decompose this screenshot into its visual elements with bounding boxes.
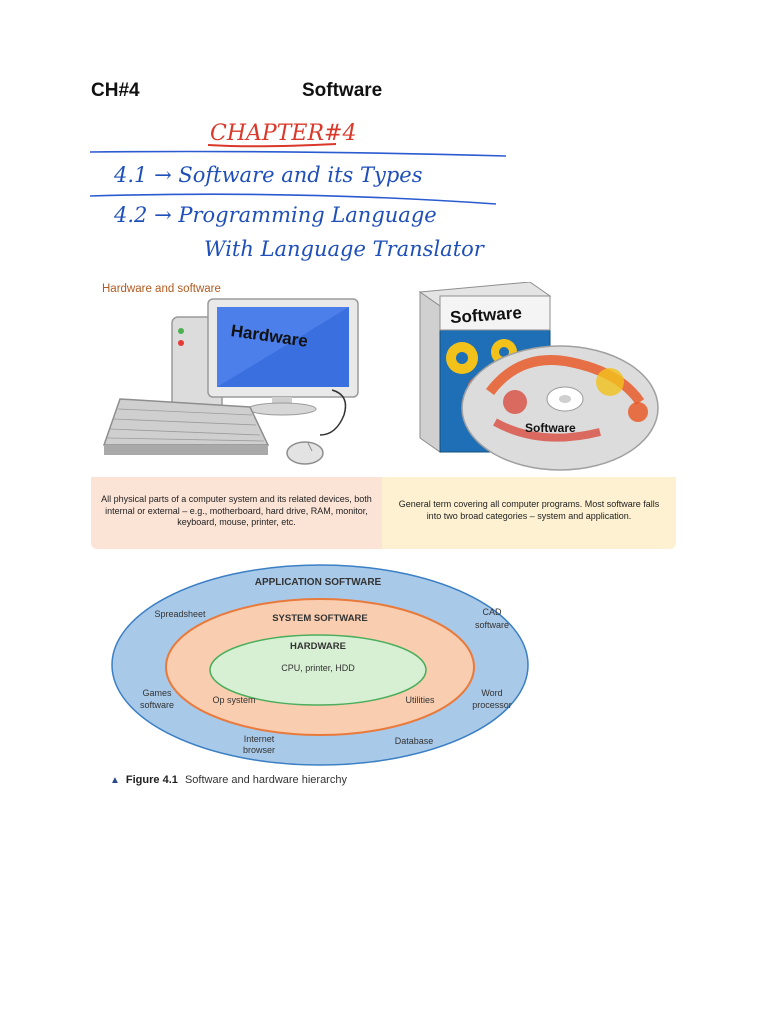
software-illustration: Software Software [418, 282, 659, 471]
notes-line-3: With Language Translator [204, 237, 486, 261]
hardware-description: All physical parts of a computer system … [91, 477, 382, 549]
application-software-label: APPLICATION SOFTWARE [255, 577, 382, 588]
item-internet-line2: browser [243, 745, 275, 755]
page-title: Software [302, 80, 383, 101]
item-utilities: Utilities [405, 695, 435, 705]
item-games-line1: Games [142, 688, 172, 698]
item-games-line2: software [140, 700, 174, 710]
triangle-icon: ▲ [110, 775, 120, 786]
item-internet-line1: Internet [244, 734, 275, 744]
notes-line-1: 4.1 → Software and its Types [113, 163, 423, 187]
item-op-system: Op system [212, 695, 255, 705]
hardware-label: HARDWARE [290, 641, 346, 652]
handwritten-notes: CHAPTER#4 4.1 → Software and its Types 4… [89, 121, 506, 261]
computer-illustration: Hardware [102, 298, 359, 465]
hardware-items: CPU, printer, HDD [281, 663, 355, 673]
notes-line-2: 4.2 → Programming Language [113, 203, 437, 227]
item-database: Database [395, 736, 434, 746]
figure-number: Figure 4.1 [125, 774, 178, 786]
software-hierarchy-diagram: APPLICATION SOFTWARE SYSTEM SOFTWARE HAR… [111, 564, 529, 766]
software-box-label: Software [449, 303, 522, 327]
figure-caption: ▲ Figure 4.1 Software and hardware hierar… [110, 774, 347, 786]
item-spreadsheet: Spreadsheet [154, 609, 206, 619]
hardware-core [209, 634, 427, 706]
hardware-software-heading: Hardware and software [102, 283, 221, 295]
item-word-line2: processor [472, 700, 512, 710]
mouse [286, 441, 324, 465]
notes-chapter: CHAPTER#4 [210, 121, 356, 146]
item-word-line1: Word [481, 688, 502, 698]
figure-caption-text: Software and hardware hierarchy [184, 774, 347, 786]
system-software-label: SYSTEM SOFTWARE [272, 613, 368, 624]
chapter-label: CH#4 [91, 80, 140, 101]
item-cad-line2: software [475, 620, 509, 630]
software-description: General term covering all computer progr… [382, 477, 676, 549]
item-cad-line1: CAD [482, 607, 502, 617]
software-disc-label: Software [525, 421, 576, 435]
